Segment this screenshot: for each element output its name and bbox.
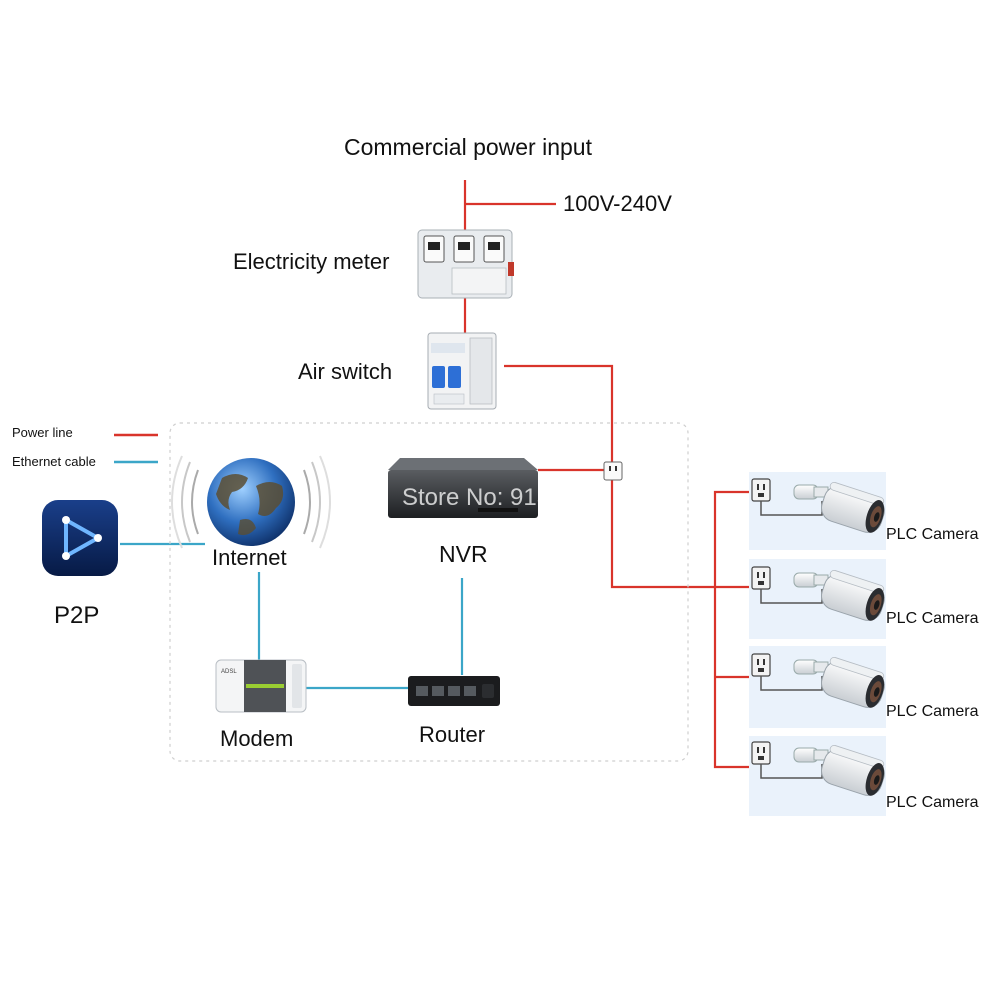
- globe-icon: [171, 455, 331, 549]
- p2p-label: P2P: [54, 602, 100, 629]
- power-connector-icon: [603, 461, 623, 481]
- camera-panel-3: [749, 646, 890, 728]
- camera-label-1: PLC Camera: [886, 526, 979, 543]
- camera-label-4: PLC Camera: [886, 794, 979, 811]
- camera-panel-2: [749, 559, 890, 639]
- diagram-title: Commercial power input: [344, 134, 592, 160]
- air-switch-icon: [427, 332, 497, 410]
- modem-brand-text: ADSL: [221, 669, 237, 675]
- legend-ethernet-label: Ethernet cable: [12, 454, 96, 469]
- ethernet-lines: [120, 542, 464, 690]
- p2p-app-icon: [42, 500, 118, 576]
- electricity-meter-icon: [417, 229, 514, 299]
- nvr-icon: [388, 458, 538, 518]
- router-icon: [408, 676, 500, 706]
- router-label: Router: [419, 722, 486, 747]
- camera-label-2: PLC Camera: [886, 610, 979, 627]
- internet-label: Internet: [212, 545, 287, 570]
- modem-label: Modem: [220, 726, 294, 751]
- camera-panel-1: [749, 472, 890, 550]
- camera-bus-line: [713, 490, 750, 769]
- legend-power-label: Power line: [12, 425, 73, 440]
- watermark: Store No: 913995: [402, 484, 591, 511]
- modem-icon: [215, 659, 307, 713]
- camera-label-3: PLC Camera: [886, 703, 979, 720]
- switch-to-cameras-line: [504, 364, 750, 589]
- voltage-label: 100V-240V: [563, 191, 672, 216]
- network-frame: [169, 422, 689, 762]
- electricity-meter-label: Electricity meter: [233, 249, 390, 274]
- camera-panel-4: [749, 736, 890, 816]
- nvr-label: NVR: [439, 541, 488, 567]
- air-switch-label: Air switch: [298, 359, 393, 384]
